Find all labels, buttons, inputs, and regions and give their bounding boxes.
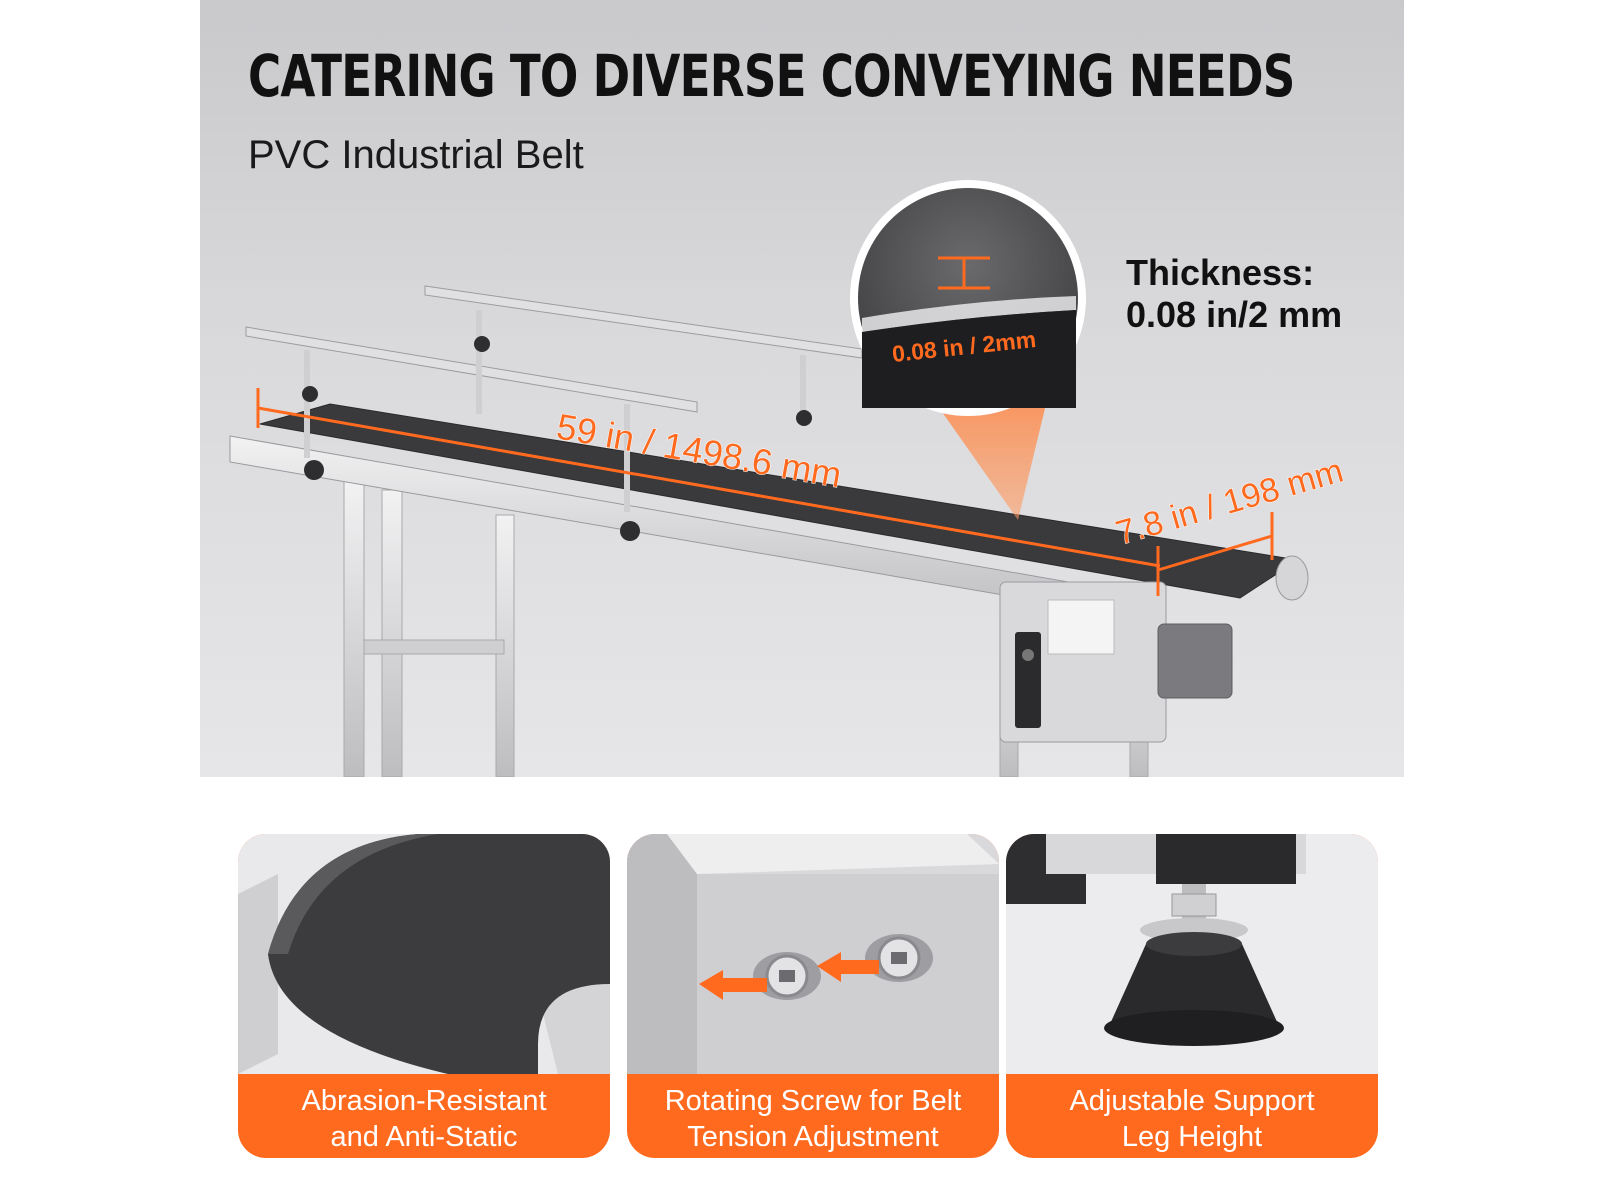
thickness-value: 0.08 in/2 mm (1126, 294, 1343, 335)
feature-caption-line1: Abrasion-Resistant (301, 1085, 547, 1117)
screw-icon (627, 834, 999, 1074)
thickness-label: Thickness: (1126, 252, 1315, 293)
feature-caption-line2: and Anti-Static (330, 1121, 518, 1153)
feature-caption-line1: Adjustable Support (1069, 1085, 1315, 1117)
feature-caption-line2: Tension Adjustment (687, 1121, 939, 1153)
feature-caption-line2: Leg Height (1121, 1121, 1263, 1153)
feature-card-tension-screw: Rotating Screw for Belt Tension Adjustme… (627, 834, 999, 1158)
width-dimension (1156, 512, 1274, 596)
motor (1157, 623, 1233, 699)
feature-caption: Rotating Screw for Belt Tension Adjustme… (627, 1080, 999, 1158)
leveling-foot-icon (1006, 834, 1378, 1074)
feature-caption: Adjustable Support Leg Height (1006, 1080, 1378, 1158)
length-dimension (256, 388, 1161, 568)
width-label: 7.8 in / 198 mm (1112, 452, 1348, 553)
feature-caption-line1: Rotating Screw for Belt (664, 1085, 962, 1117)
headline: CATERING TO DIVERSE CONVEYING NEEDS (248, 42, 1295, 110)
feature-card-leg-height: Adjustable Support Leg Height (1006, 834, 1378, 1158)
feature-card-abrasion: Abrasion-Resistant and Anti-Static (238, 834, 610, 1158)
hero-panel: 59 in / 1498.6 mm 7.8 in / 198 mm 0.08 i… (200, 0, 1404, 777)
conveyor-illustration: 59 in / 1498.6 mm 7.8 in / 198 mm 0.08 i… (229, 180, 1348, 777)
feature-caption: Abrasion-Resistant and Anti-Static (238, 1080, 610, 1158)
thickness-spec: Thickness: 0.08 in/2 mm (1126, 252, 1342, 336)
belt-icon (238, 834, 610, 1074)
conveyor-belt (259, 403, 1300, 599)
belt-texture-zoom (850, 180, 1086, 416)
subheadline: PVC Industrial Belt (248, 133, 584, 177)
